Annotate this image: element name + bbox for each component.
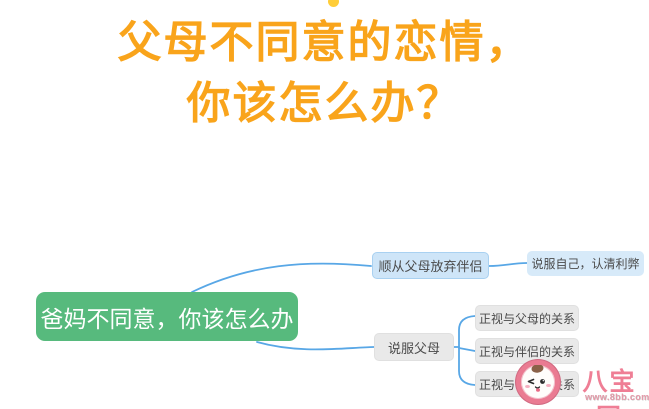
link-root-to-branch2 — [256, 341, 375, 351]
link-root-to-branch1 — [191, 262, 372, 293]
link-branch1-to-leaf — [488, 262, 528, 267]
link-branch2-bracket — [458, 315, 476, 386]
branch-node-persuade-parents[interactable]: 说服父母 — [374, 333, 454, 361]
root-node[interactable]: 爸妈不同意，你该怎么办 — [36, 292, 298, 341]
leaf-node-relation-parents[interactable]: 正视与父母的关系 — [475, 305, 579, 331]
leaf-node-convince-yourself[interactable]: 说服自己，认清利弊 — [527, 251, 644, 276]
link-branch2-middle — [458, 347, 476, 352]
leaf-node-relation-partner[interactable]: 正视与伴侣的关系 — [475, 338, 579, 364]
decorative-dot — [328, 0, 339, 7]
page-title-line1: 父母不同意的恋情， — [117, 18, 532, 67]
baby-face-icon — [525, 364, 551, 392]
page-title-line2: 你该怎么办？ — [186, 79, 463, 128]
page-title: 父母不同意的恋情， 你该怎么办？ — [0, 12, 649, 134]
baby-logo-icon — [516, 360, 560, 404]
watermark-site-name: 八宝网 — [582, 368, 637, 409]
watermark-site-url: www.8bb.com — [585, 392, 649, 402]
branch-node-obey-parents[interactable]: 顺从父母放弃伴侣 — [372, 252, 489, 279]
